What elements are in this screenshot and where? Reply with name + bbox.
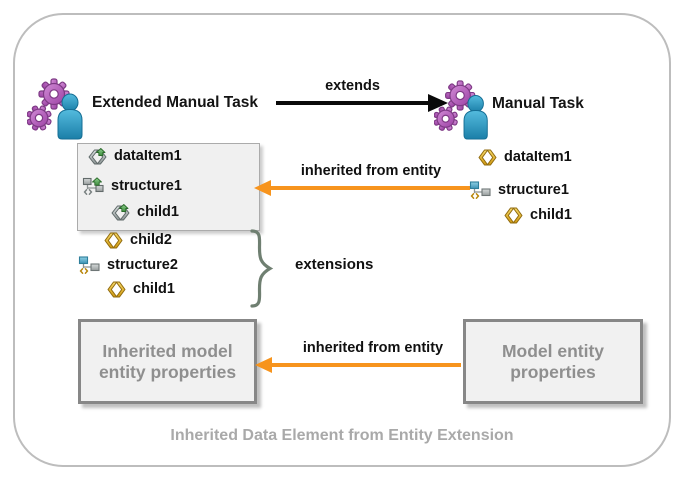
inherited-arrow-top-line — [262, 186, 470, 190]
item-label: structure1 — [111, 178, 182, 194]
model-properties-box: Model entity properties — [463, 319, 643, 404]
inherited-arrowhead-bottom-icon — [255, 357, 272, 373]
inherited-items-box — [77, 143, 260, 231]
extends-arrow-label: extends — [325, 78, 380, 94]
list-item-inherited-child1: child1 — [111, 202, 179, 222]
data-item-icon — [478, 149, 497, 166]
model-properties-label: Model entity properties — [501, 340, 605, 382]
inherited-arrow-top-label: inherited from entity — [300, 163, 442, 179]
diagram-caption: Inherited Data Element from Entity Exten… — [170, 427, 514, 444]
item-label: dataItem1 — [114, 148, 182, 164]
item-label: child1 — [530, 207, 572, 223]
list-item-inherited-dataitem1: dataItem1 — [88, 146, 182, 166]
list-item-extension-structure2: structure2 — [78, 255, 178, 275]
extends-arrow-line — [276, 101, 429, 105]
list-item-inherited-structure1: structure1 — [82, 176, 182, 196]
extensions-label: extensions — [295, 256, 374, 273]
inherited-arrowhead-top-icon — [254, 180, 271, 196]
data-item-icon — [104, 232, 123, 249]
inherited-arrow-bottom-label: inherited from entity — [302, 340, 444, 356]
extended-task-title: Extended Manual Task — [92, 94, 258, 111]
item-label: child2 — [130, 232, 172, 248]
inherited-properties-box: Inherited model entity properties — [78, 319, 257, 404]
manual-task-icon — [434, 79, 496, 141]
item-label: structure2 — [107, 257, 178, 273]
base-task-title: Manual Task — [492, 95, 584, 112]
list-item-base-dataitem1: dataItem1 — [478, 147, 572, 167]
item-label: dataItem1 — [504, 149, 572, 165]
item-label: child1 — [137, 204, 179, 220]
data-item-icon — [107, 281, 126, 298]
list-item-base-child1: child1 — [504, 205, 572, 225]
item-label: child1 — [133, 281, 175, 297]
inherited-data-item-icon — [111, 204, 130, 221]
inherited-arrow-bottom-line — [263, 363, 461, 367]
list-item-extension-child2: child2 — [104, 230, 172, 250]
inherited-structure-icon — [82, 177, 104, 196]
inherited-data-item-icon — [88, 148, 107, 165]
data-item-icon — [504, 207, 523, 224]
list-item-base-structure1: structure1 — [469, 180, 569, 200]
structure-icon — [469, 181, 491, 200]
extensions-brace-icon — [250, 229, 274, 308]
list-item-extension-child1: child1 — [107, 279, 175, 299]
item-label: structure1 — [498, 182, 569, 198]
extended-manual-task-icon — [27, 77, 91, 141]
structure-icon — [78, 256, 100, 275]
inherited-properties-label: Inherited model entity properties — [98, 340, 237, 382]
